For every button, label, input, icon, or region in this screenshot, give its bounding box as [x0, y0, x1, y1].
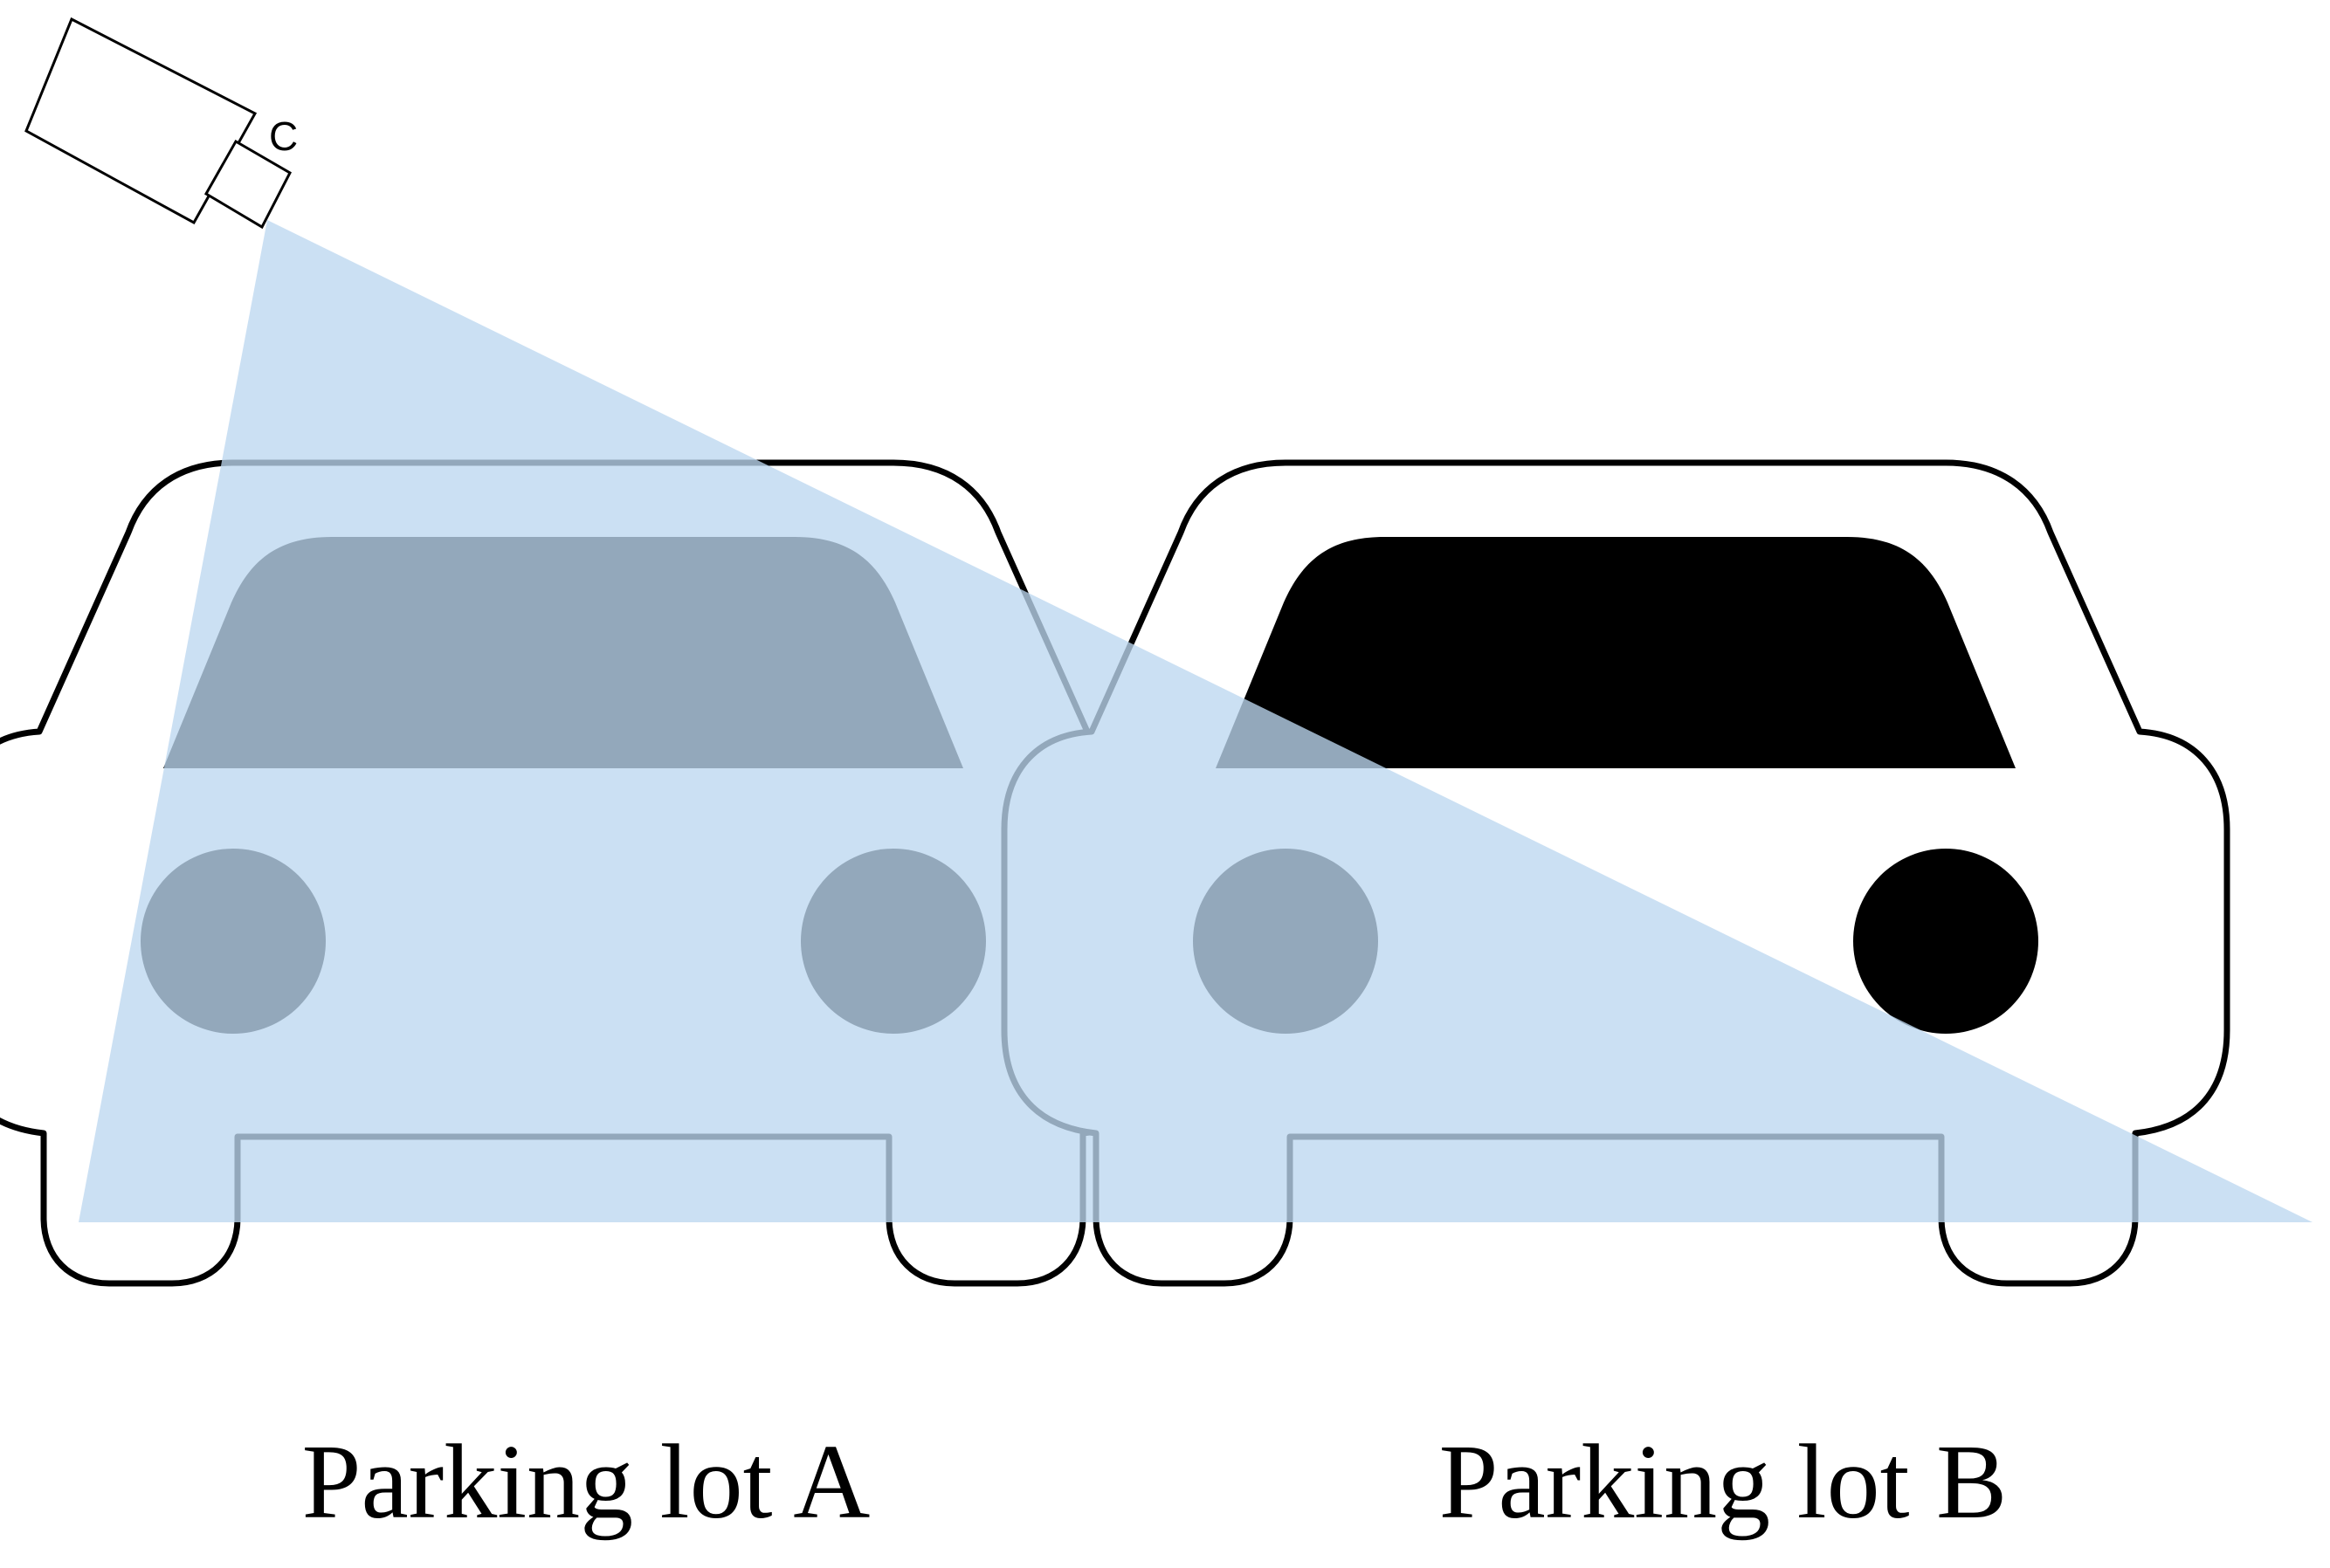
lot-label-a: Parking lot A	[302, 1423, 871, 1541]
lot-label-b: Parking lot B	[1439, 1423, 2008, 1541]
camera-icon: C	[24, 17, 298, 230]
camera-label: C	[269, 113, 298, 159]
camera-field-of-view	[79, 220, 2313, 1222]
